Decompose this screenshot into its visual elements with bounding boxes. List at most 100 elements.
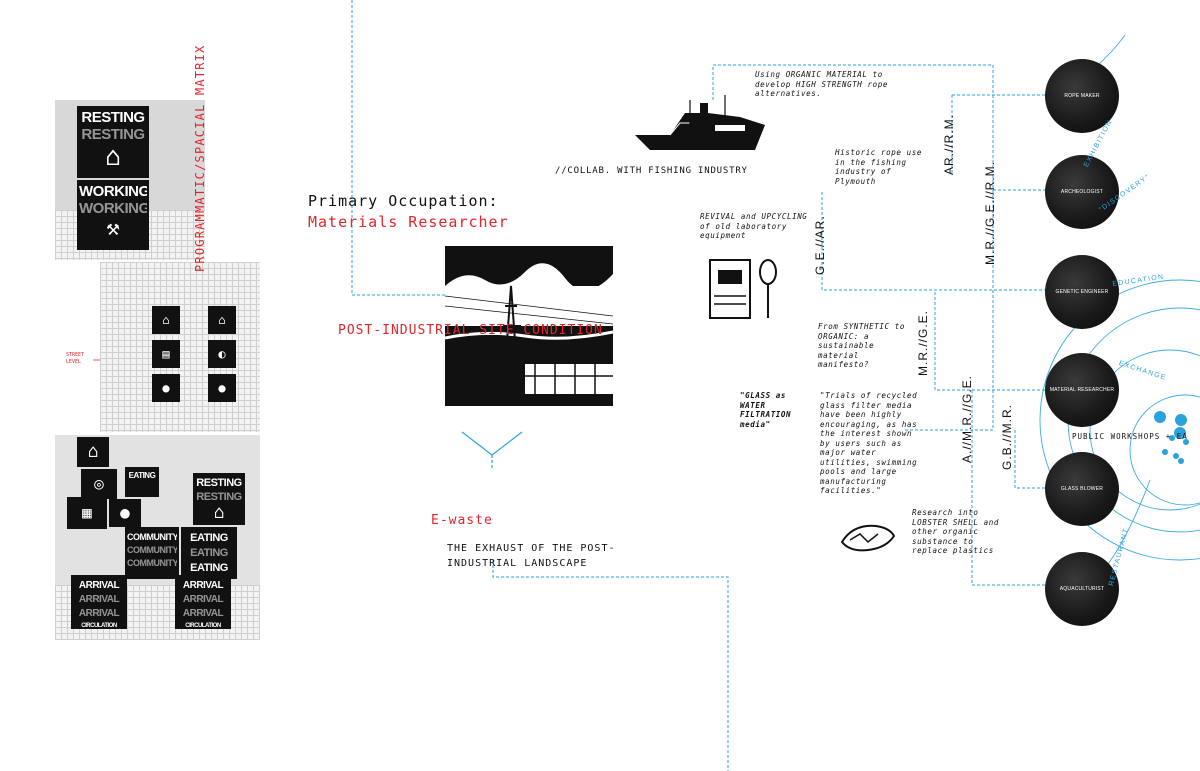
house-icon: ⌂ (208, 306, 236, 334)
hammer-icon: ⚒ (106, 216, 120, 241)
dashed-connector (934, 292, 1045, 391)
pylon-illustration (445, 246, 613, 406)
role-material-researcher[interactable]: MATERIAL RESEARCHER (1045, 353, 1119, 427)
role-glass-blower[interactable]: GLASS BLOWER (1045, 452, 1119, 526)
block-label: RESTING (196, 477, 242, 489)
dashed-connector (821, 192, 1045, 291)
organic-material-note: Using ORGANIC MATERIAL to develop HIGH S… (755, 70, 888, 98)
role-aquaculturist[interactable]: AQUACULTURIST (1045, 552, 1119, 626)
role-label: AQUACULTURIST (1059, 586, 1105, 592)
dot-icon: ● (120, 503, 130, 522)
code-mr-ge: M.R.//G.E. (916, 309, 930, 376)
fishing-boat-photo (630, 95, 770, 160)
dish-icon: ◎ (94, 474, 104, 493)
eating-block: EATING EATING EATING (181, 527, 237, 579)
dot-cluster (1154, 411, 1189, 464)
revival-note: REVIVAL and UPCYCLING of old laboratory … (700, 212, 808, 240)
primary-occupation-label: Primary Occupation: (308, 192, 499, 210)
street-level-label: STREET LEVEL (66, 352, 85, 365)
block-label: EATING (190, 547, 228, 559)
house-icon: ⌂ (213, 502, 225, 523)
block-label: ARRIVAL (78, 608, 120, 619)
small-block: ● (109, 499, 141, 527)
eating-small-block: EATING (125, 467, 159, 497)
role-label: MATERIAL RESEARCHER (1049, 387, 1115, 393)
block-label: COMMUNITY (127, 532, 178, 542)
glass-filtration-title: "GLASS as WATER FILTRATION media" (740, 391, 792, 429)
dashed-connector (712, 64, 994, 430)
small-block: ◎ (81, 469, 117, 499)
house-icon: ⌂ (87, 441, 99, 462)
role-rope-maker[interactable]: ROPE MAKER (1045, 59, 1119, 133)
role-label: GENETIC ENGINEER (1055, 289, 1109, 295)
role-archeologist[interactable]: ARCHEOLOGIST (1045, 155, 1119, 229)
resting-block: RESTING RESTING ⌂ (77, 106, 149, 178)
synthetic-organic-note: From SYNTHETIC to ORGANIC: a sustainable… (818, 322, 905, 369)
drop-icon: ● (152, 374, 180, 402)
table-icon: ▤ (152, 340, 180, 368)
grid-matrix: ⌂ ▤ ● ⌂ ◐ ● (100, 262, 260, 432)
collab-note: //COLLAB. WITH FISHING INDUSTRY (555, 166, 748, 176)
house-icon: ⌂ (105, 142, 121, 172)
code-a-mr-ge: A.//M.R.//G.E. (960, 374, 974, 463)
dashed-connector (1014, 430, 1045, 489)
block-label: COMMUNITY (127, 558, 178, 568)
block-label: EATING (190, 562, 228, 574)
house-icon: ⌂ (152, 306, 180, 334)
drop-icon: ● (208, 374, 236, 402)
orbit-ring (1039, 279, 1200, 561)
block-label: ARRIVAL (182, 580, 224, 591)
block-label: RESTING (81, 109, 145, 126)
lab-equipment-photo (700, 250, 780, 322)
block-label: ARRIVAL (182, 594, 224, 605)
block-label: ARRIVAL (182, 608, 224, 619)
block-label: WORKING (79, 183, 149, 200)
dashed-connector (971, 390, 1045, 586)
working-block: WORKING WORKING ⚒ (77, 180, 149, 250)
ewaste-description: THE EXHAUST OF THE POST-INDUSTRIAL LANDS… (447, 543, 616, 569)
block-label: ARRIVAL (78, 594, 120, 605)
role-label: ROPE MAKER (1064, 93, 1100, 99)
primary-occupation-value: Materials Researcher (308, 213, 509, 231)
block-label: EATING (190, 532, 228, 544)
dashed-connector (351, 0, 445, 296)
code-gb-mr: G.B.//M.R. (1000, 403, 1014, 470)
resting-block-small: RESTING RESTING ⌂ (193, 473, 245, 525)
ewaste-title: E-waste (431, 513, 493, 528)
block-label: RESTING (81, 126, 145, 143)
lobster-shell-photo (838, 512, 898, 557)
role-label: ARCHEOLOGIST (1060, 189, 1104, 195)
dashed-connector (492, 560, 729, 771)
block-label: CIRCULATION (185, 623, 221, 629)
dish-icon: ◐ (208, 340, 236, 368)
block-label: ARRIVAL (78, 580, 120, 591)
boat-illustration (635, 95, 765, 150)
community-block: COMMUNITY COMMUNITY COMMUNITY (125, 527, 179, 579)
block-label: WORKING (79, 200, 149, 217)
public-workshops-label: PUBLIC WORKSHOPS + EA (1072, 432, 1188, 441)
block-label: COMMUNITY (127, 545, 178, 555)
code-ge-ar: G.E.//AR. (813, 215, 827, 275)
orbit-ring (1089, 349, 1200, 511)
block-label: RESTING (196, 491, 242, 503)
orbit-ring (1129, 394, 1200, 506)
small-block: ⌂ (77, 437, 109, 467)
arrival-block: ARRIVAL ARRIVAL ARRIVAL CIRCULATION (71, 575, 127, 629)
down-chevron (461, 431, 523, 456)
arrival-block: ARRIVAL ARRIVAL ARRIVAL CIRCULATION (175, 575, 231, 629)
glass-filter-quote: "Trials of recycled glass filter media h… (820, 391, 918, 495)
block-label: CIRCULATION (81, 623, 117, 629)
industrial-site-photo (445, 246, 613, 406)
grid-icon: ▦ (82, 503, 92, 522)
block-stack-photo: RESTING RESTING ⌂ WORKING WORKING ⚒ (55, 100, 205, 260)
block-label: EATING (128, 471, 156, 480)
programmatic-matrix-title: PROGRAMMATIC/SPACIAL MATRIX (193, 44, 207, 272)
historic-rope-note: Historic rope use in the fishing industr… (835, 148, 922, 186)
lobster-illustration (840, 524, 896, 552)
site-condition-label: POST-INDUSTRIAL SITE CONDITION (338, 323, 603, 338)
small-block: ▦ (67, 497, 107, 529)
lab-equipment-illustration (709, 259, 777, 319)
role-genetic-engineer[interactable]: GENETIC ENGINEER (1045, 255, 1119, 329)
role-label: GLASS BLOWER (1060, 486, 1104, 492)
code-mr-ge-rm: M.R.//G.E.//R.M. (983, 160, 997, 265)
